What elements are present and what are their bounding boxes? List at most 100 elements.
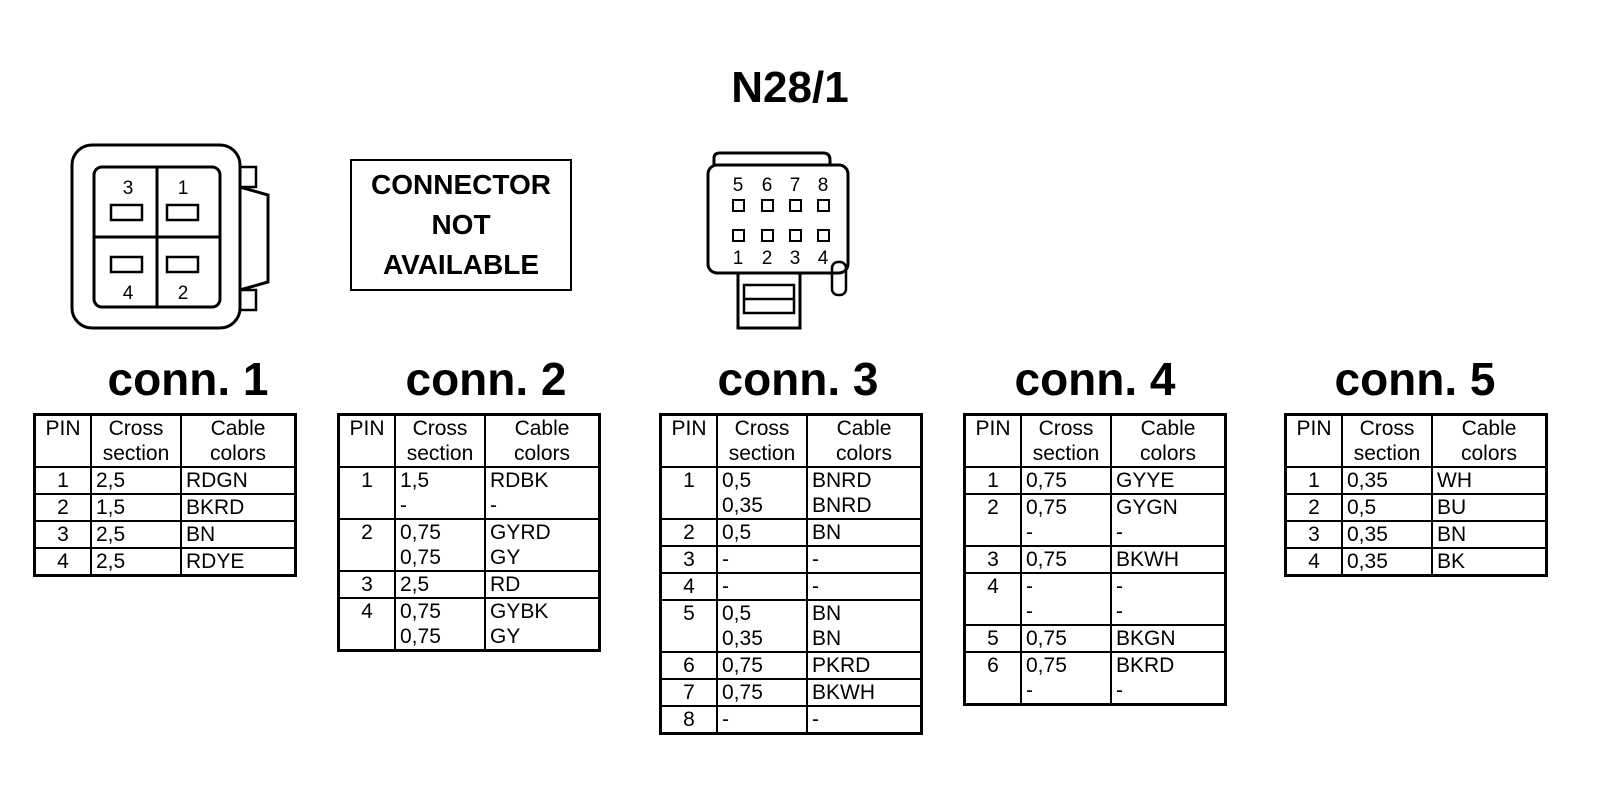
cable-color-cell: RDGN xyxy=(180,466,296,494)
cross-section-cell: 2,5 xyxy=(90,466,181,494)
pin-cell: 4 xyxy=(338,597,395,651)
pin-cell: 5 xyxy=(964,624,1021,652)
cross-section-value: 0,75 xyxy=(1026,627,1067,650)
pin-cell: 3 xyxy=(338,570,395,598)
cross-section-value: 0,35 xyxy=(722,494,763,517)
cable-color-value: BKGN xyxy=(1116,627,1176,650)
cable-color-cell: BKWH xyxy=(806,678,922,706)
cable-color-value: - xyxy=(812,575,819,598)
connector-4-title: conn. 4 xyxy=(1014,353,1176,405)
cross-section-value: - xyxy=(722,708,729,731)
header-line: section xyxy=(728,442,796,465)
cable-color-cell: BN xyxy=(180,520,296,548)
cable-color-value: - xyxy=(490,494,497,517)
cable-color-value: GY xyxy=(490,546,521,569)
cross-section-value: 0,35 xyxy=(1347,550,1388,573)
pin-header: PIN xyxy=(338,414,395,468)
pin-cell: 4 xyxy=(34,547,91,576)
cross-section-cell: - xyxy=(716,572,807,600)
cross-section-value: - xyxy=(1026,679,1033,702)
pin-cell: 6 xyxy=(964,651,1021,705)
table-row: 4---- xyxy=(964,572,1226,625)
pin-cell: 1 xyxy=(660,466,717,519)
cross-section-value: 0,75 xyxy=(1026,469,1067,492)
not-available-line: NOT xyxy=(431,209,491,240)
pin-cell: 3 xyxy=(34,520,91,548)
cable-color-value: - xyxy=(1116,575,1123,598)
connector-2-title: conn. 2 xyxy=(405,353,567,405)
cross-section-cell: - xyxy=(716,545,807,573)
cross-section-cell: 2,5 xyxy=(394,570,485,598)
cable-color-value: WH xyxy=(1437,469,1472,492)
pin-header: PIN xyxy=(34,414,91,468)
cross-section-cell: 0,5 xyxy=(716,518,807,546)
header-line: section xyxy=(1353,442,1421,465)
cross-section-cell: 0,75- xyxy=(1020,493,1111,546)
connector-1-drawing xyxy=(70,143,270,330)
connector-1-pin-label: 2 xyxy=(178,283,189,304)
cross-section-value: 1,5 xyxy=(96,496,126,519)
header-line: colors xyxy=(209,442,267,465)
header-line: section xyxy=(102,442,170,465)
cable-color-cell: WH xyxy=(1431,466,1547,494)
cross-section-cell: 0,35 xyxy=(1341,547,1432,576)
connector-3-pin-label: 7 xyxy=(790,175,801,196)
cable-color-cell: PKRD xyxy=(806,651,922,679)
cross-section-value: - xyxy=(1026,600,1033,623)
cable-color-cell: - xyxy=(806,572,922,600)
cross-section-cell: 1,5- xyxy=(394,466,485,519)
cable-color-value: RDYE xyxy=(186,550,245,573)
cable-color-cell: BU xyxy=(1431,493,1547,521)
cross-section-cell: -- xyxy=(1020,572,1111,625)
pin-cell: 1 xyxy=(1285,466,1342,494)
not-available-line: CONNECTOR xyxy=(371,169,551,200)
cross-section-cell: 0,5 xyxy=(1341,493,1432,521)
table-row: 3-- xyxy=(660,545,922,573)
cross-section-value: - xyxy=(1026,575,1033,598)
cross-section-cell: 0,75 xyxy=(716,651,807,679)
cable-color-value: BN xyxy=(812,627,842,650)
header-line: Cross xyxy=(108,417,164,440)
pin-cell: 7 xyxy=(660,678,717,706)
cross-section-value: 0,35 xyxy=(722,627,763,650)
cable-color-value: GYBK xyxy=(490,600,549,623)
header-line: Cable xyxy=(1140,417,1196,440)
cross-section-cell: 0,75 xyxy=(1020,545,1111,573)
cross-section-value: 0,35 xyxy=(1347,523,1388,546)
cable-color-value: BKWH xyxy=(812,681,875,704)
cross-section-cell: 0,75 xyxy=(1020,466,1111,494)
cross-section-value: 0,75 xyxy=(400,600,441,623)
pin-cell: 3 xyxy=(964,545,1021,573)
header-line: Cross xyxy=(1359,417,1415,440)
cable-color-cell: - xyxy=(806,545,922,573)
cable-color-value: - xyxy=(812,548,819,571)
cable-color-value: BK xyxy=(1437,550,1466,573)
cross-section-value: - xyxy=(1026,521,1033,544)
cable-color-cell: BKRD xyxy=(180,493,296,521)
cable-color-value: BNRD xyxy=(812,469,872,492)
pin-cell: 1 xyxy=(964,466,1021,494)
pin-header: PIN xyxy=(964,414,1021,468)
